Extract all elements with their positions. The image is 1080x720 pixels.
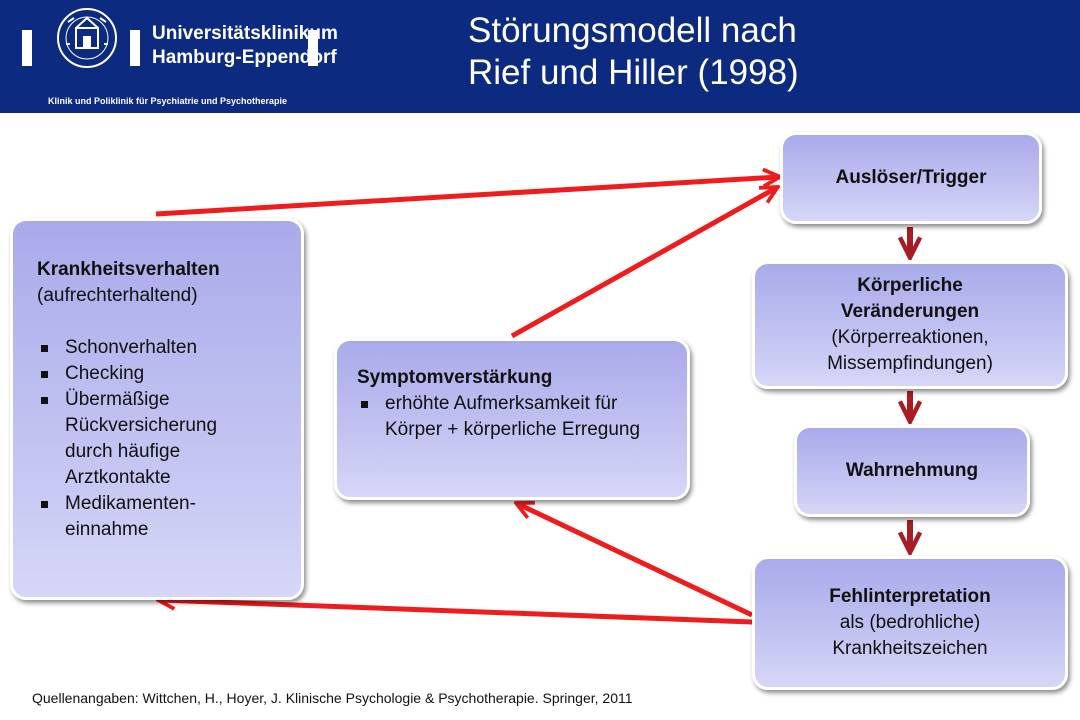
arrow-symptom-to-trigger	[510, 188, 776, 339]
krank-item: Checking	[37, 361, 263, 387]
fehl-title: Fehlinterpretation	[829, 586, 991, 607]
symptom-item: erhöhte Aufmerksamkeit für Körper + körp…	[357, 391, 657, 443]
box-fehlinterpretation: Fehlinterpretation als (bedrohliche) Kra…	[752, 556, 1068, 690]
krank-subtitle: (aufrechterhaltend)	[37, 285, 198, 306]
krank-item: Schonverhalten	[37, 335, 263, 361]
symptom-title: Symptomverstärkung	[357, 367, 553, 388]
box-wahrnehmung: Wahrnehmung	[794, 425, 1030, 517]
source-citation: Quellenangaben: Wittchen, H., Hoyer, J. …	[32, 690, 633, 706]
box-koerper: Körperliche Veränderungen (Körperreaktio…	[752, 261, 1068, 389]
krank-list: Schonverhalten Checking Übermäßige Rückv…	[37, 335, 263, 543]
koerper-title: Körperliche Veränderungen	[840, 275, 980, 322]
university-seal-icon	[57, 8, 117, 68]
box-symptomverstaerkung: Symptomverstärkung erhöhte Aufmerksamkei…	[334, 338, 690, 500]
box-krankheitsverhalten: Krankheitsverhalten (aufrechterhaltend) …	[10, 218, 304, 600]
arrow-fehl-to-krank	[160, 600, 753, 625]
clinic-name: Klinik und Poliklinik für Psychiatrie un…	[48, 96, 288, 106]
university-name: Universitätsklinikum Hamburg-Eppendorf	[152, 23, 338, 68]
koerper-text: (Körperreaktionen, Missempfindungen)	[827, 327, 993, 374]
box-trigger: Auslöser/Trigger	[780, 132, 1042, 224]
header-banner: Universitätsklinikum Hamburg-Eppendorf K…	[0, 0, 1080, 113]
logo-bar-left	[22, 30, 32, 66]
fehl-text: als (bedrohliche) Krankheitszeichen	[832, 612, 988, 659]
wahrnehmung-label: Wahrnehmung	[845, 460, 979, 481]
krank-item: Übermäßige Rückversicherung durch häufig…	[37, 387, 263, 491]
arrow-fehl-to-symptom	[518, 504, 754, 618]
logo-bar-mid	[130, 30, 140, 66]
logo-bar-right	[308, 30, 318, 66]
arrow-krank-to-trigger	[155, 177, 778, 217]
krank-item: Medikamenten-einnahme	[37, 491, 235, 543]
slide-title: Störungsmodell nach Rief und Hiller (199…	[468, 11, 799, 92]
trigger-label: Auslöser/Trigger	[835, 167, 987, 188]
krank-title: Krankheitsverhalten	[37, 259, 220, 280]
symptom-list: erhöhte Aufmerksamkeit für Körper + körp…	[357, 391, 657, 443]
